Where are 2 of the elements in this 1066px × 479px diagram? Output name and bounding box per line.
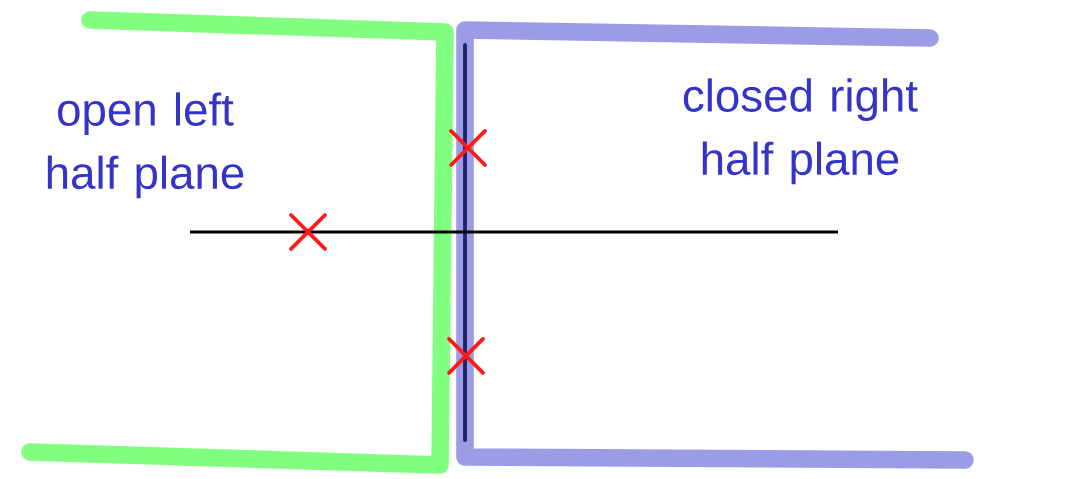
region-label: closed right half plane [683, 78, 918, 185]
region-label: open left half plane [47, 92, 244, 199]
